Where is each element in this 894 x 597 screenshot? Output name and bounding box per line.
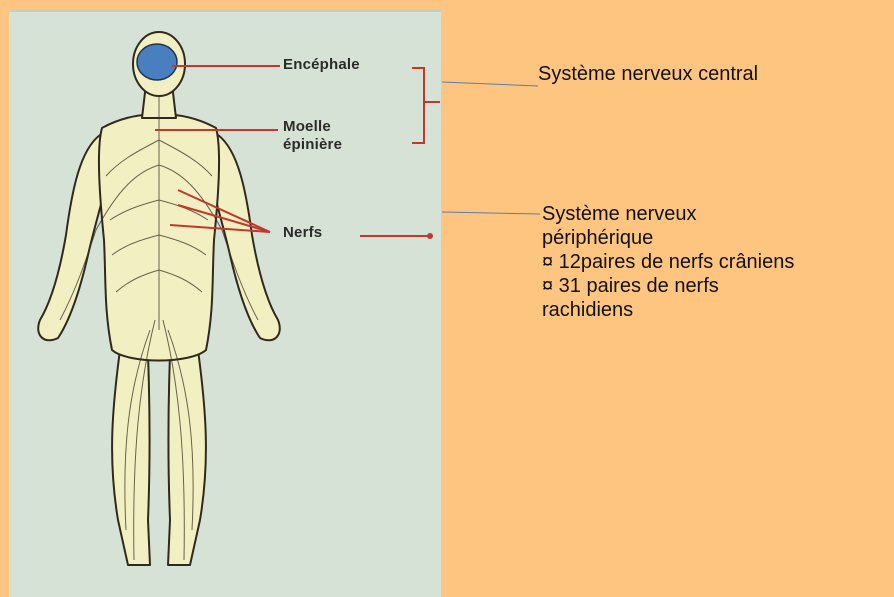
- cns-annotation: Système nerveux central: [538, 62, 758, 86]
- nerves-arrow-dot: [427, 233, 433, 239]
- label-encephale: Encéphale: [283, 56, 360, 74]
- label-nerves-text: Nerfs: [283, 224, 322, 242]
- cns-annotation-text: Système nerveux central: [538, 62, 758, 86]
- label-encephale-text: Encéphale: [283, 56, 360, 74]
- cns-bracket: [412, 68, 440, 143]
- brain-shape: [137, 44, 177, 80]
- pns-title-line1: Système nerveux: [542, 202, 892, 226]
- label-spinal-cord-line1: Moelle: [283, 118, 342, 136]
- pns-item-spinal-line1: ¤ 31 paires de nerfs: [542, 274, 892, 298]
- pns-item-spinal-line2: rachidiens: [542, 298, 892, 322]
- cns-connector-line: [442, 82, 538, 86]
- pns-item-cranial: ¤ 12paires de nerfs crâniens: [542, 250, 892, 274]
- pns-title-line2: périphérique: [542, 226, 892, 250]
- label-nerves: Nerfs: [283, 224, 322, 242]
- label-spinal-cord-line2: épinière: [283, 136, 342, 154]
- label-spinal-cord: Moelle épinière: [283, 118, 342, 154]
- pns-annotation: Système nerveux périphérique ¤ 12paires …: [542, 202, 892, 322]
- pns-connector-line: [442, 212, 540, 214]
